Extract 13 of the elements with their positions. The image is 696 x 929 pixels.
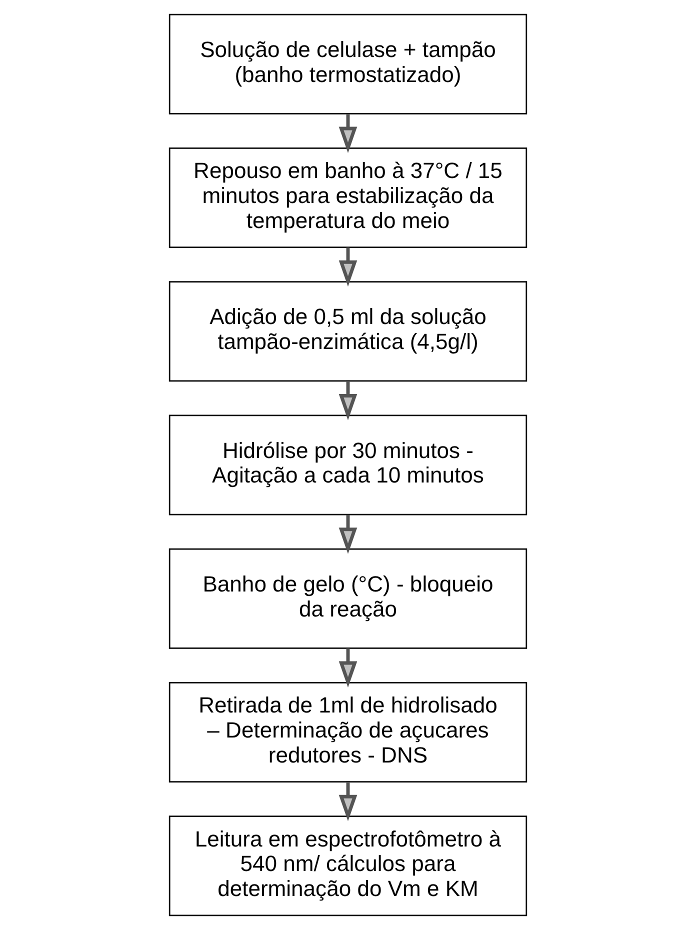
arrow bbox=[338, 782, 358, 821]
node-box: Retirada de 1ml de hidrolisado – Determinação de açucares redutores - DNS bbox=[168, 681, 528, 782]
arrow bbox=[338, 380, 358, 420]
arrow bbox=[338, 113, 358, 152]
node-box: Solução de celulase + tampão (banho termostatizado) bbox=[168, 13, 528, 114]
arrow bbox=[338, 514, 358, 554]
node-box: Adição de 0,5 ml da solução tampão-enzimática (4,5g/l) bbox=[168, 280, 528, 382]
node-box: Hidrólise por 30 minutos - Agitação a cada 10 minutos bbox=[168, 414, 528, 515]
arrow bbox=[338, 648, 358, 687]
node-box: Leitura em espectrofotômetro à 540 nm/ cálculos para determinação do Vm e KM bbox=[168, 815, 528, 916]
node-box: Banho de gelo (°C) - bloqueio da reação bbox=[168, 548, 528, 648]
arrow bbox=[338, 246, 358, 286]
node-box: Repouso em banho à 37°C / 15 minutos para estabilização da temperatura do meio bbox=[168, 146, 528, 248]
